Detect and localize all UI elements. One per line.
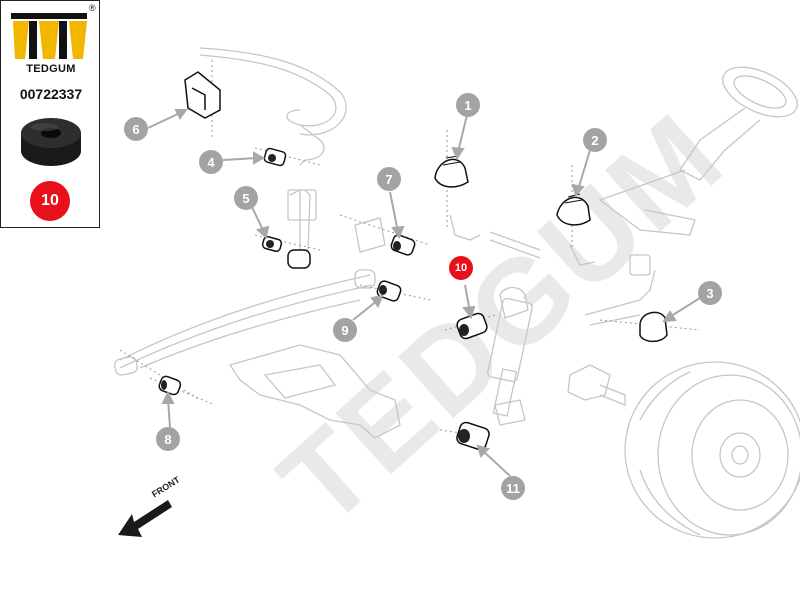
axle-bracket: [228, 344, 401, 439]
callout-2[interactable]: 2: [583, 128, 607, 152]
callout-11[interactable]: 11: [501, 476, 525, 500]
callout-4[interactable]: 4: [199, 150, 223, 174]
highlight-badge: 10: [30, 181, 70, 221]
part-1-boot: [434, 158, 469, 188]
brand-name: TEDGUM: [26, 63, 76, 75]
callout-6[interactable]: 6: [124, 117, 148, 141]
callout-5[interactable]: 5: [234, 186, 258, 210]
rubber-bushing-icon: [21, 118, 81, 166]
tedgum-logo-icon: [11, 13, 87, 59]
wheel-tire: [624, 361, 800, 539]
callout-8[interactable]: 8: [156, 427, 180, 451]
part-number: 00722337: [19, 86, 83, 102]
registered-mark: ®: [89, 3, 96, 13]
callout-1[interactable]: 1: [456, 93, 480, 117]
steering-wheel: [722, 66, 798, 118]
shock-absorber: [487, 297, 533, 383]
part-info-panel: ® TEDGUM 00722337 10: [0, 0, 100, 228]
part-2-boot: [556, 196, 591, 226]
spindle: [567, 364, 611, 401]
callout-3[interactable]: 3: [698, 281, 722, 305]
callout-7[interactable]: 7: [377, 167, 401, 191]
callout-9[interactable]: 9: [333, 318, 357, 342]
leaf-spring: [119, 274, 371, 361]
front-arrow-icon: [118, 500, 172, 537]
stabilizer-bar: [199, 54, 337, 127]
callout-10-highlighted[interactable]: 10: [449, 256, 473, 280]
part-3-bushing: [639, 311, 668, 343]
